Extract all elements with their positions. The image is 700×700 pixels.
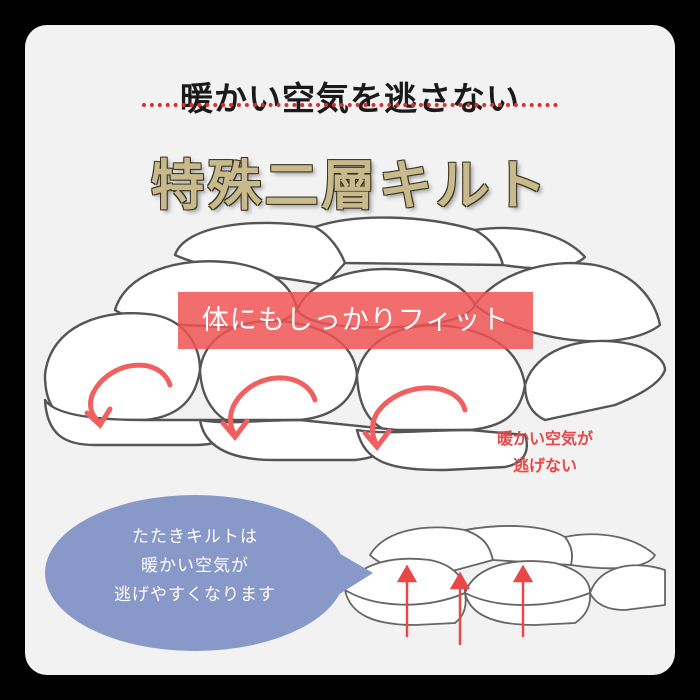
headline: 暖かい空気を逃さない bbox=[180, 79, 520, 118]
bubble-text: たたきキルトは 暖かい空気が 逃げやすくなります bbox=[65, 523, 325, 610]
bubble-line: 逃げやすくなります bbox=[114, 585, 276, 605]
fit-label: 体にもしっかりフィット bbox=[178, 292, 533, 349]
speech-bubble bbox=[45, 495, 373, 651]
bubble-line: 暖かい空気が bbox=[141, 556, 249, 576]
tatami-quilt bbox=[344, 525, 666, 626]
warm-note: 暖かい空気が 逃げない bbox=[475, 425, 615, 479]
warm-note-line: 逃げない bbox=[512, 456, 577, 475]
up-arrow-icon bbox=[396, 564, 534, 645]
bubble-line: たたきキルトは bbox=[132, 527, 258, 547]
product-title: 特殊二層キルト bbox=[150, 154, 550, 217]
warm-note-line: 暖かい空気が bbox=[496, 429, 593, 448]
info-card: 暖かい空気を逃さない 特殊二層キルト bbox=[25, 25, 675, 675]
dotted-divider bbox=[142, 103, 558, 107]
down-curve-arrow-icon bbox=[84, 362, 468, 451]
